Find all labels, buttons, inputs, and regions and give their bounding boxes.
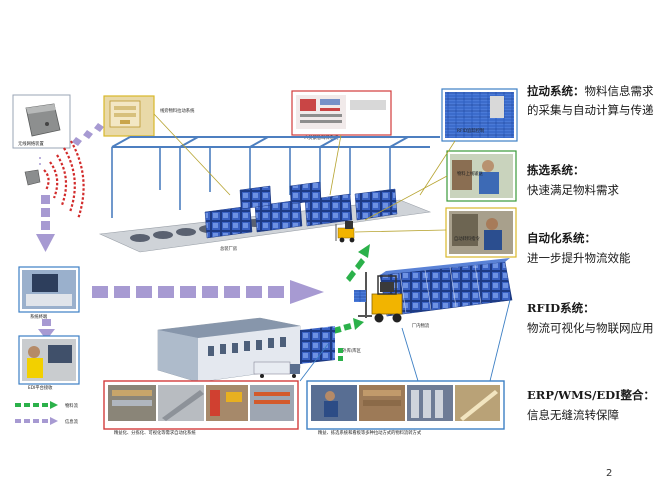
- rack-storage-right: [379, 258, 513, 317]
- gateway-link: [39, 157, 41, 165]
- section-rfid-system-body: 物流可视化与物联网应用: [527, 321, 654, 335]
- material-flow-arrow-building: [338, 348, 343, 361]
- wireless-gateway-label: 无线网络装置: [18, 140, 44, 147]
- info-flow-arrow-main: [92, 280, 324, 304]
- legend: 物料流 信息流: [15, 401, 79, 425]
- info-flow-arrow-down-left: [36, 195, 55, 252]
- forklift-large: 厂内物流: [354, 272, 430, 329]
- radio-waves: [43, 140, 85, 220]
- bottom-right-caption: 精益、拣选系统和看板等多种拉动方式的物料流转方式: [318, 429, 422, 436]
- assembly-plant-structure: 总装厂房: [98, 136, 440, 253]
- warehouse-building: 厂外库/库区: [157, 317, 362, 383]
- page-number: 2: [606, 468, 613, 479]
- forklift-small: [335, 221, 355, 243]
- section-pull-system: 拉动系统：物料信息需求的采集与自动计算与传递: [527, 80, 663, 118]
- section-erp-integration: ERP/WMS/EDI整合： 信息无缝流转保障: [527, 387, 663, 423]
- section-automation-system-title: 自动化系统：: [527, 231, 596, 245]
- photo-rfid-tracking: RFID追踪控制: [441, 88, 518, 142]
- material-handling-label: 物料上线输送: [457, 170, 483, 177]
- warehouse-label: 厂内物流: [412, 322, 430, 329]
- edi-platform-label: EDI平台接收: [28, 384, 53, 391]
- photo-edi-platform: EDI平台接收: [18, 335, 80, 391]
- section-picking-system: 拣选系统： 快速满足物料需求: [527, 162, 663, 198]
- rfid-tracking-label: RFID追踪控制: [457, 127, 484, 134]
- photo-system-terminal: 系统终端: [18, 266, 80, 320]
- automation-control-label: 自动转料指令: [454, 235, 480, 242]
- legend-info-flow: 信息流: [15, 417, 79, 425]
- info-flow-arrow-down-left-2: [38, 319, 55, 340]
- strip-connector-line-right: [489, 299, 511, 382]
- section-rfid-system-title: RFID系统：: [527, 301, 595, 315]
- connector-lines: [153, 113, 456, 233]
- photo-automation-control: 自动转料指令: [445, 207, 517, 258]
- legend-material-text: 物料流: [65, 402, 79, 409]
- section-erp-integration-body: 信息无缝流转保障: [527, 408, 619, 422]
- system-terminal-label: 系统终端: [30, 313, 48, 320]
- section-picking-system-title: 拣选系统：: [527, 163, 585, 177]
- section-erp-integration-title: ERP/WMS/EDI整合：: [527, 388, 655, 402]
- info-flow-arrow-diagonal: [72, 123, 104, 146]
- legend-info-text: 信息流: [65, 418, 79, 425]
- wireless-gateway: 无线网络装置: [12, 94, 71, 149]
- photo-material-handling: 物料上线输送: [446, 150, 517, 202]
- section-automation-system-body: 进一步提升物流效能: [527, 251, 631, 265]
- material-flow-arrow-to-forklift: [333, 318, 364, 334]
- legend-material-flow: 物料流: [15, 401, 79, 409]
- section-pull-system-title: 拉动系统：: [527, 84, 585, 98]
- photo-strip-left: 精益化、分拣化、可视化等需求自动化系统: [103, 380, 299, 436]
- material-flow-arrow-up: [346, 244, 370, 282]
- dock-label: 厂外库/库区: [338, 347, 362, 354]
- photo-storage-pull: 线旁物料拉动系统: [103, 95, 195, 137]
- section-automation-system: 自动化系统： 进一步提升物流效能: [527, 230, 663, 266]
- photo-strip-right: 精益、拣选系统和看板等多种拉动方式的物料流转方式: [306, 380, 505, 436]
- bottom-left-caption: 精益化、分拣化、可视化等需求自动化系统: [114, 429, 196, 436]
- strip-connector-lines: [299, 327, 419, 382]
- section-pull-system-body: 物料信息需求的采集与自动计算与传递: [527, 84, 654, 117]
- section-picking-system-body: 快速满足物料需求: [527, 183, 619, 197]
- general-assembly-label: 总装厂房: [220, 245, 237, 252]
- photo-personnel-queue: 人员紧急叫料系统: [291, 90, 392, 141]
- storage-pull-label: 线旁物料拉动系统: [160, 107, 195, 114]
- section-rfid-system: RFID系统： 物流可视化与物联网应用: [527, 300, 663, 336]
- antenna-device: [24, 169, 41, 186]
